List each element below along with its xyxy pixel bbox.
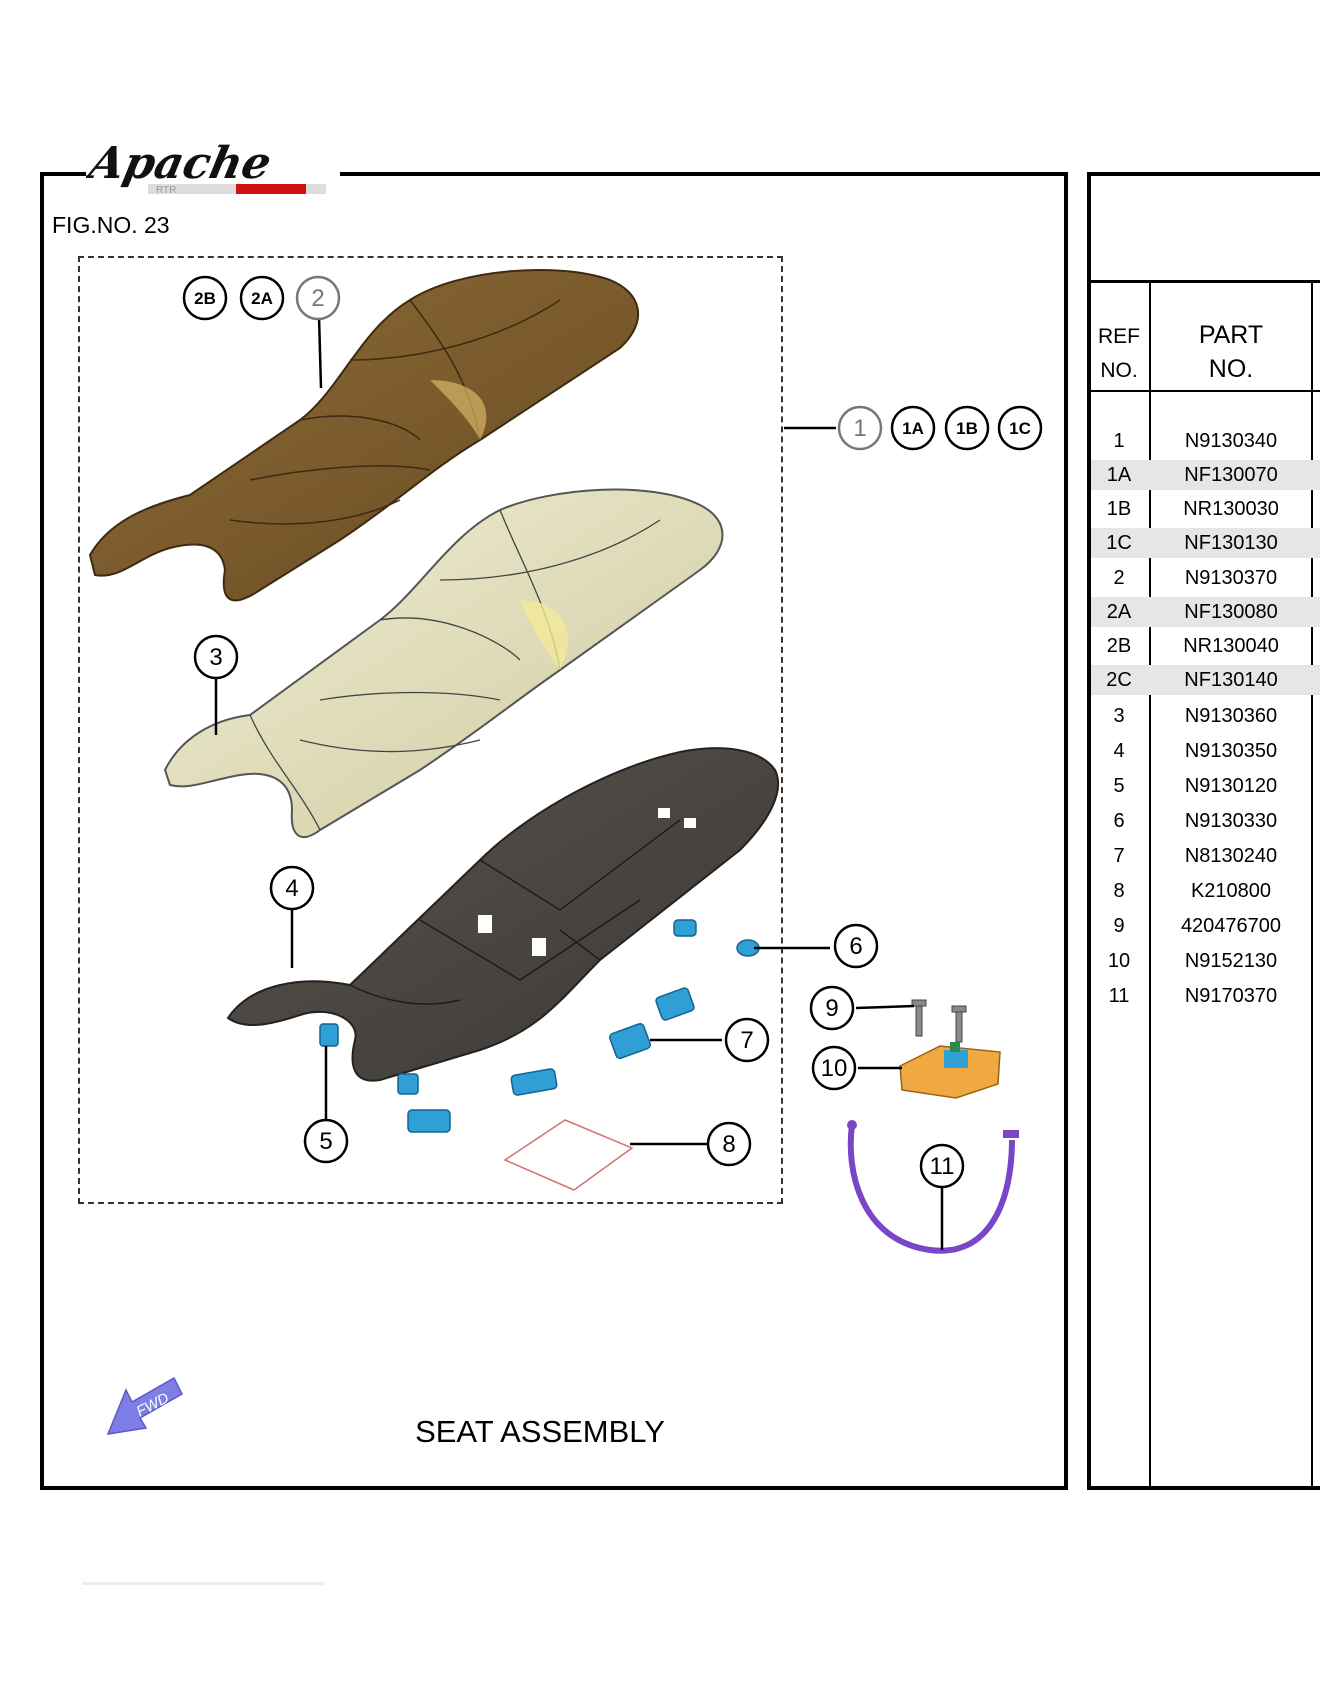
part-no-cell: K210800: [1190, 880, 1272, 902]
ref-no-cell: 7: [1113, 845, 1125, 867]
pad-outline-illustration: [503, 1119, 634, 1191]
ref-no-cell: 1: [1113, 430, 1125, 452]
table-row: 10 N9152130: [1091, 946, 1320, 976]
part-no-cell: NF130130: [1184, 532, 1278, 554]
part-no-cell: N9130120: [1184, 775, 1278, 797]
part-no-cell: NR130030: [1183, 498, 1279, 520]
leader-lines: [214, 315, 944, 1250]
part-no-cell: N9152130: [1184, 950, 1278, 972]
parts-table-frame: [1087, 172, 1320, 1490]
table-row: 1C NF130130: [1091, 528, 1320, 558]
ref-no-cell: 2A: [1106, 601, 1132, 623]
figure-title: SEAT ASSEMBLY: [415, 1414, 665, 1449]
part-no-cell: 420476700: [1180, 915, 1282, 937]
ref-no-cell: 8: [1113, 880, 1125, 902]
ref-no-cell: 10: [1107, 950, 1131, 972]
ref-no-cell: 5: [1113, 775, 1125, 797]
callout-3: 3: [209, 644, 222, 671]
table-row: 2A NF130080: [1091, 597, 1320, 627]
callout-circles: [182, 275, 1043, 1189]
ref-no-cell: 1B: [1106, 498, 1132, 520]
callout-2: 2: [311, 285, 324, 312]
part-no-cell: N9130350: [1184, 740, 1278, 762]
table-row: 1A NF130070: [1091, 460, 1320, 490]
part-no-cell: N9130330: [1184, 810, 1278, 832]
table-column-divider: [1149, 282, 1151, 1490]
seat-base-illustration: [226, 747, 780, 1082]
callout-2b: 2B: [194, 289, 216, 308]
part-no-cell: N8130240: [1184, 845, 1278, 867]
callout-4: 4: [285, 875, 298, 902]
seat-foam-illustration: [163, 488, 724, 839]
exploded-view-box: [78, 256, 783, 1204]
table-row: 2B NR130040: [1091, 631, 1320, 661]
svg-text:RTR: RTR: [156, 185, 176, 196]
table-row: 11 N9170370: [1091, 981, 1320, 1011]
table-row: 8 K210800: [1091, 876, 1320, 906]
part-header-line1: PART: [1198, 321, 1264, 349]
logo-wordmark: Apache: [86, 137, 276, 188]
ref-no-cell: 2: [1113, 567, 1125, 589]
callout-6: 6: [849, 933, 862, 960]
ref-header-line1: REF: [1098, 325, 1140, 348]
callout-8: 8: [722, 1131, 735, 1158]
cable-illustration: [847, 1120, 1019, 1254]
part-no-cell: N9170370: [1184, 985, 1278, 1007]
ref-no-header: REF NO.: [1090, 320, 1148, 388]
table-row: 5 N9130120: [1091, 771, 1320, 801]
ref-no-cell: 6: [1113, 810, 1125, 832]
part-no-cell: NF130070: [1184, 464, 1278, 486]
table-row: 6 N9130330: [1091, 806, 1320, 836]
part-no-header: PART NO.: [1151, 318, 1311, 386]
ref-no-cell: 2B: [1106, 635, 1132, 657]
bracket-illustration: [899, 1042, 1001, 1099]
apache-logo: Apache RTR: [81, 136, 340, 204]
ref-no-cell: 1C: [1106, 532, 1132, 554]
callout-1: 1: [853, 415, 866, 442]
callout-1a: 1A: [902, 419, 924, 438]
ref-no-cell: 2C: [1106, 669, 1132, 691]
table-row: 9 420476700: [1091, 911, 1320, 941]
ref-no-cell: 1A: [1106, 464, 1132, 486]
callout-1b: 1B: [956, 419, 978, 438]
table-row: 7 N8130240: [1091, 841, 1320, 871]
table-header-bottom-rule: [1087, 390, 1320, 392]
diagram-frame: [40, 172, 1068, 1490]
table-row: 1B NR130030: [1091, 494, 1320, 524]
table-column-divider-right: [1311, 282, 1313, 1490]
table-row: 4 N9130350: [1091, 736, 1320, 766]
part-no-cell: NF130140: [1184, 669, 1278, 691]
part-no-cell: N9130360: [1184, 705, 1278, 727]
fwd-arrow-icon: FWD: [104, 1372, 184, 1447]
table-row: 2 N9130370: [1091, 563, 1320, 593]
ref-no-cell: 3: [1113, 705, 1125, 727]
callout-7: 7: [740, 1027, 753, 1054]
ref-no-cell: 9: [1113, 915, 1125, 937]
callout-9: 9: [825, 995, 838, 1022]
rubber-parts-illustration: [319, 919, 760, 1133]
ref-no-cell: 4: [1113, 740, 1125, 762]
table-header-top-rule: [1087, 280, 1320, 283]
part-no-cell: N9130370: [1184, 567, 1278, 589]
table-row: 1 N9130340: [1091, 426, 1320, 456]
footer-mark: [82, 1582, 324, 1585]
part-header-line2: NO.: [1208, 355, 1254, 383]
ref-header-line2: NO.: [1100, 359, 1138, 382]
part-no-cell: N9130340: [1184, 430, 1278, 452]
callout-labels: 2B 2A 2 1 1A 1B 1C 3 4 5 6 7 8 9 10 11: [194, 285, 1031, 1180]
table-row: 2C NF130140: [1091, 665, 1320, 695]
ref-no-cell: 11: [1108, 985, 1130, 1007]
callout-2a: 2A: [251, 289, 273, 308]
seat-cover-illustration: [88, 269, 639, 602]
table-row: 3 N9130360: [1091, 701, 1320, 731]
callout-11: 11: [930, 1153, 955, 1180]
bolts-illustration: [911, 999, 967, 1043]
callout-5: 5: [319, 1128, 332, 1155]
callout-10: 10: [821, 1055, 848, 1082]
part-no-cell: NR130040: [1183, 635, 1279, 657]
figure-number: FIG.NO. 23: [52, 212, 170, 238]
callout-1c: 1C: [1009, 419, 1031, 438]
part-no-cell: NF130080: [1184, 601, 1278, 623]
